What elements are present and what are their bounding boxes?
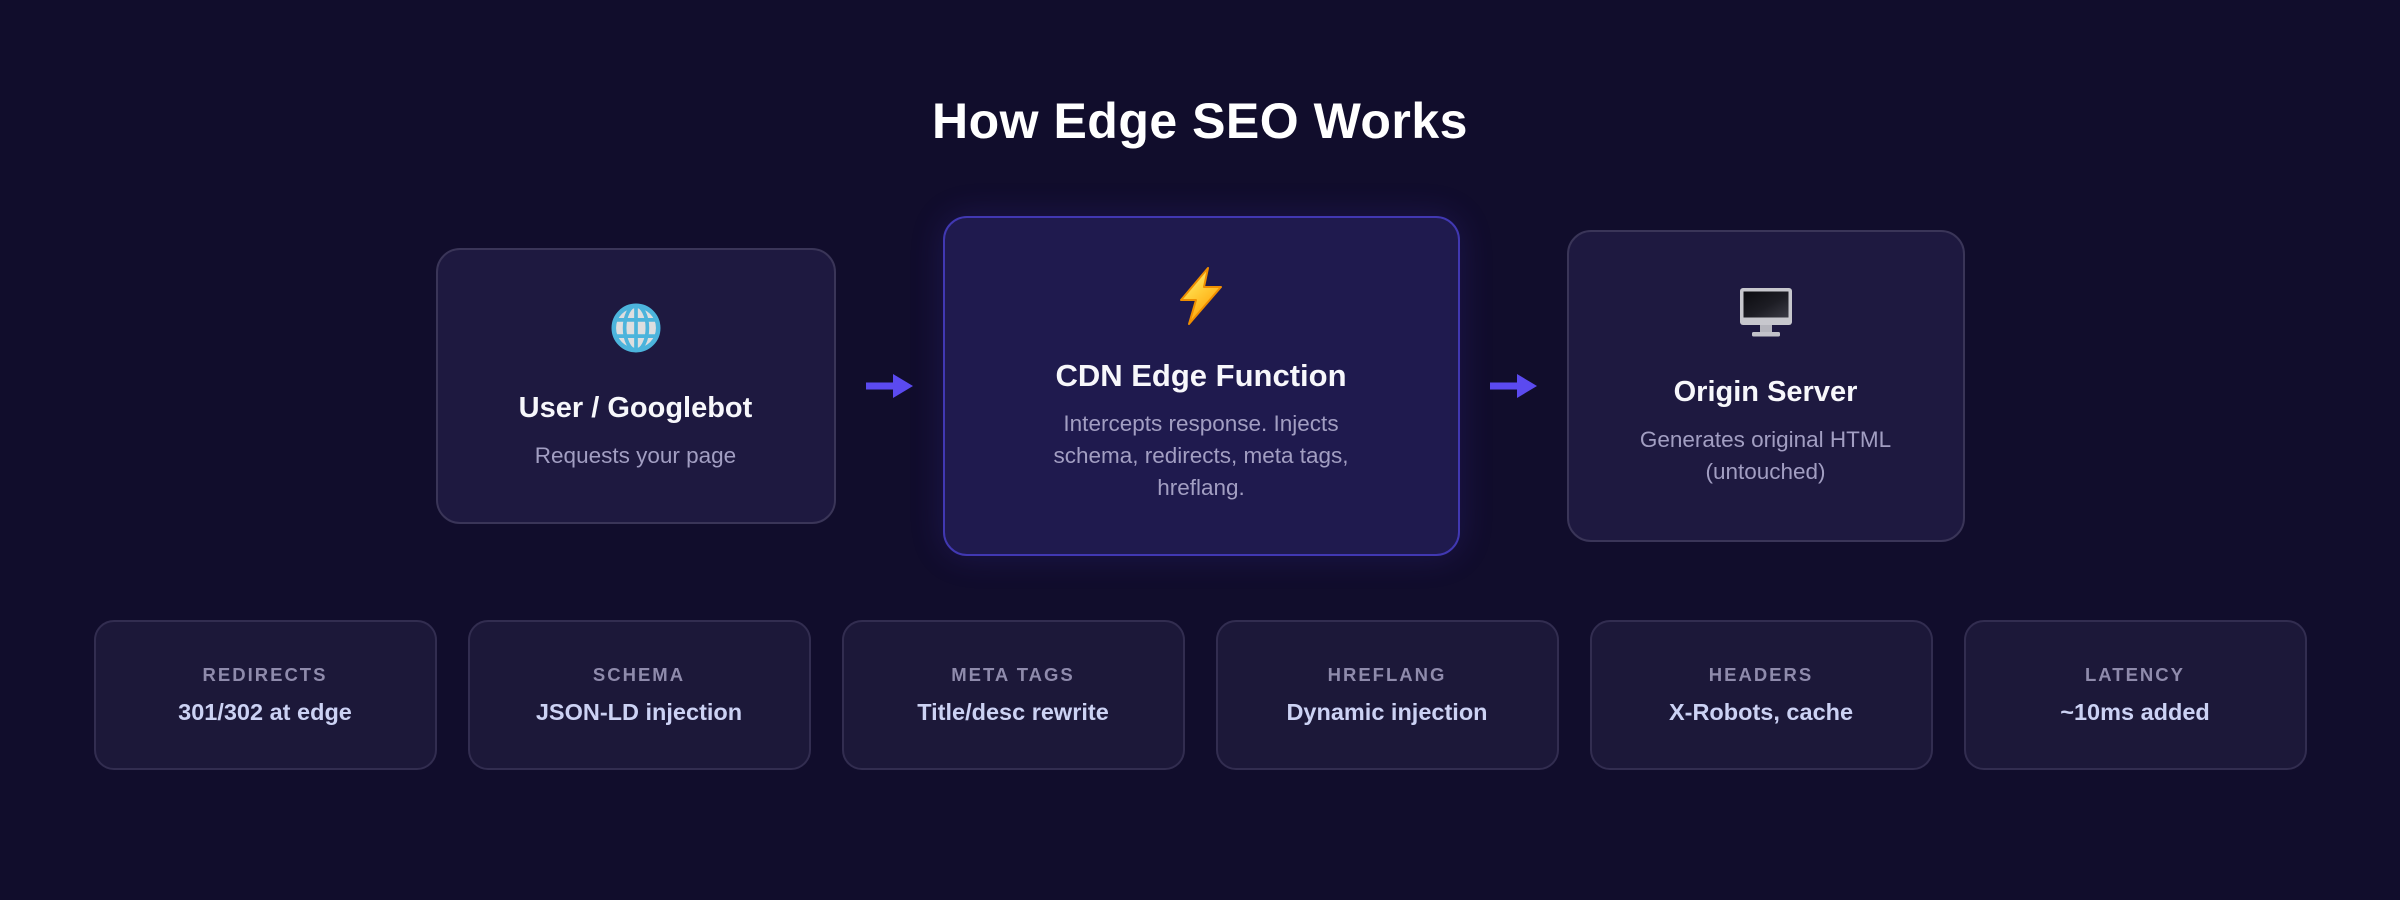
flow-node-title: CDN Edge Function [1055,358,1347,393]
feature-chip-headers: HEADERS X-Robots, cache [1589,620,1933,770]
flow-node-description: Requests your page [534,443,737,468]
flow-row: User / Googlebot Requests your page [435,216,1965,556]
flow-node-description: Generates original HTML (untouched) [1639,427,1892,484]
feature-label: REDIRECTS [202,664,328,685]
feature-label: SCHEMA [592,664,686,685]
feature-label: META TAGS [951,664,1075,685]
flow-node-user-googlebot: User / Googlebot Requests your page [435,248,836,524]
feature-label: LATENCY [2085,664,2185,685]
page-title: How Edge SEO Works [932,93,1468,149]
feature-value: ~10ms added [2060,699,2210,725]
flow-arrow-right-icon [865,366,913,406]
feature-chip-meta-tags: META TAGS Title/desc rewrite [841,620,1185,770]
flow-arrow-right-icon [1489,366,1537,406]
feature-chip-schema: SCHEMA JSON-LD injection [467,620,811,770]
lightning-icon [1173,267,1229,325]
feature-value: X-Robots, cache [1668,699,1854,725]
flow-node-origin-server: Origin Server Generates original HTML (u… [1566,230,1965,542]
feature-value: JSON-LD injection [535,699,743,725]
feature-value: Title/desc rewrite [917,699,1109,725]
feature-value: 301/302 at edge [178,699,352,725]
feature-value: Dynamic injection [1286,699,1488,725]
flow-node-title: User / Googlebot [518,392,753,424]
feature-label: HEADERS [1708,664,1814,685]
feature-chip-latency: LATENCY ~10ms added [1963,620,2307,770]
flow-node-cdn-edge-function: CDN Edge Function Intercepts response. I… [942,216,1460,556]
flow-node-description: Intercepts response. Injects schema, red… [1053,411,1349,500]
globe-icon [610,300,662,356]
monitor-icon [1737,284,1795,340]
features-row: REDIRECTS 301/302 at edge SCHEMA JSON-LD… [93,620,2307,770]
feature-chip-redirects: REDIRECTS 301/302 at edge [93,620,437,770]
flow-node-title: Origin Server [1673,376,1858,408]
feature-label: HREFLANG [1327,664,1447,685]
feature-chip-hreflang: HREFLANG Dynamic injection [1215,620,1559,770]
